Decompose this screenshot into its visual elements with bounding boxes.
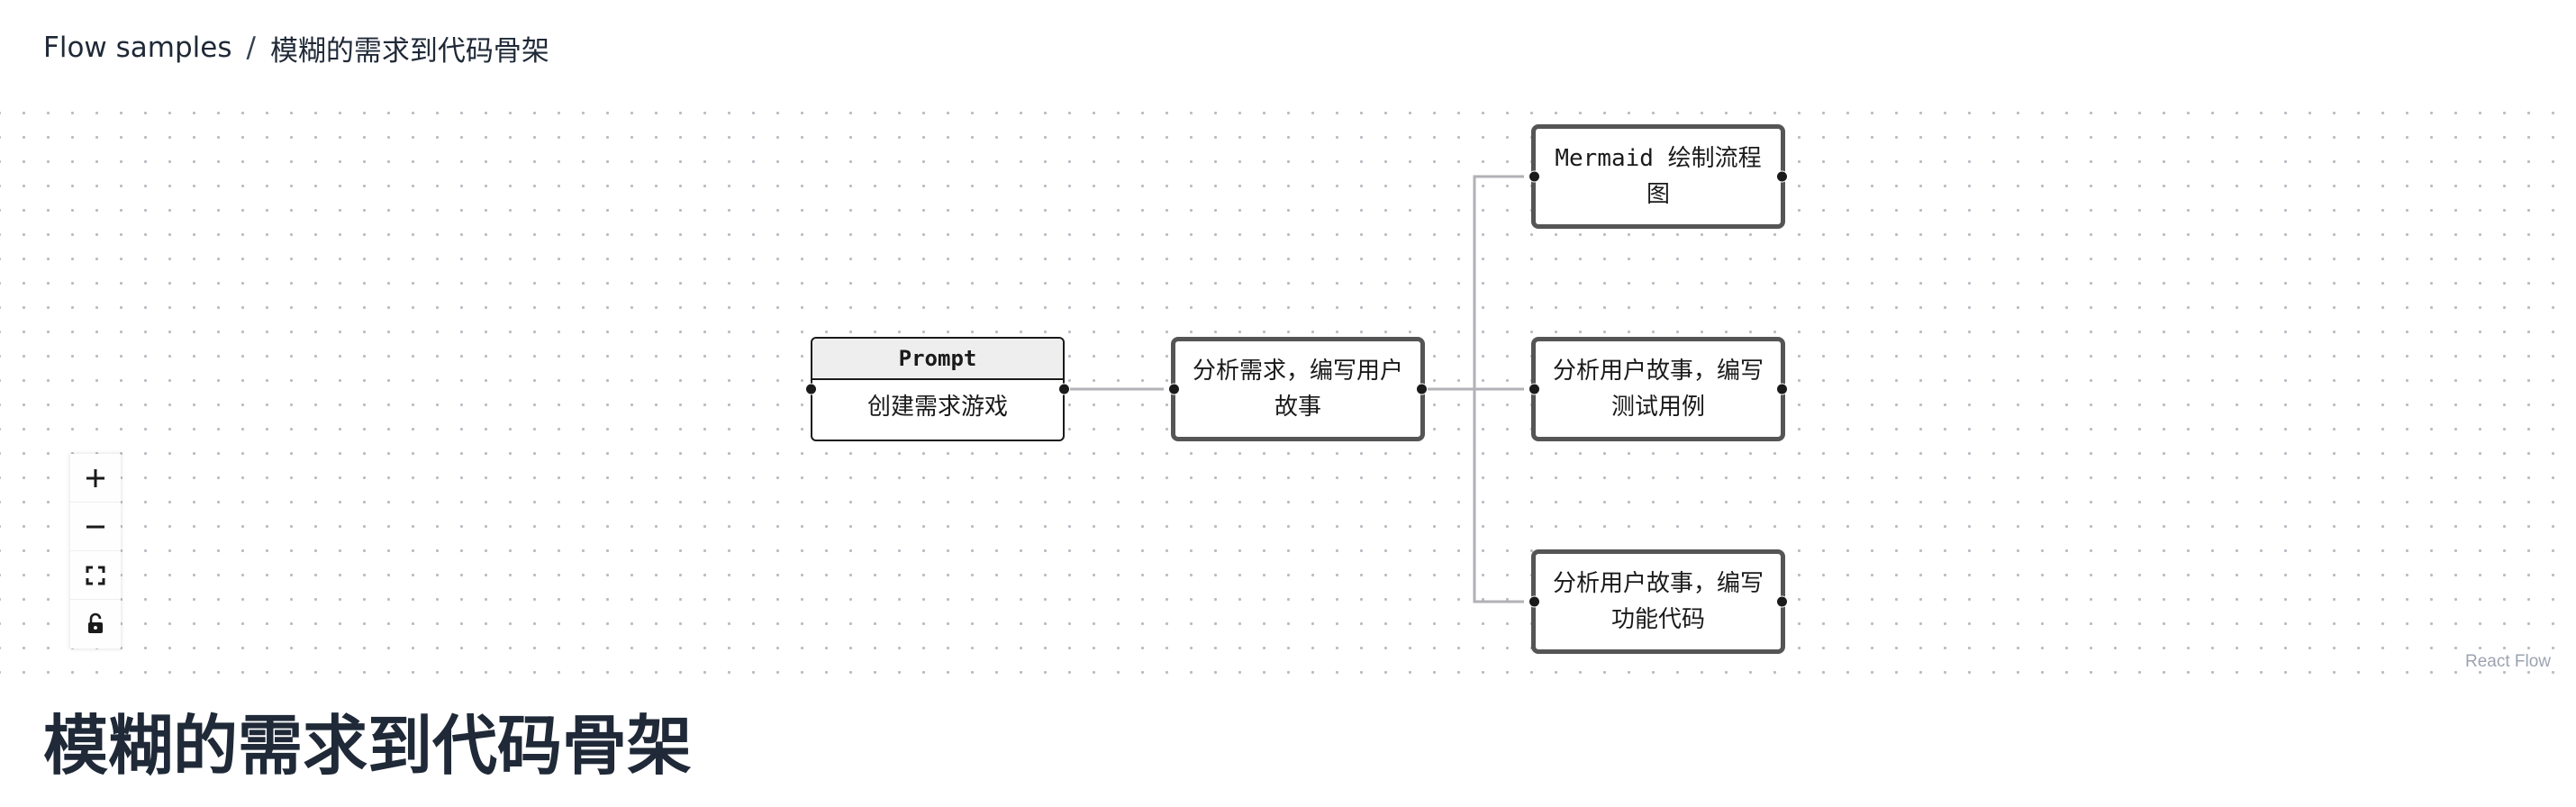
node-prompt[interactable]: Prompt 创建需求游戏 xyxy=(805,337,1070,441)
node-tests-source-handle[interactable] xyxy=(1776,383,1788,395)
page-title: 模糊的需求到代码骨架 xyxy=(43,708,693,784)
react-flow-attribution[interactable]: React Flow xyxy=(2464,652,2551,671)
node-mermaid-source-handle[interactable] xyxy=(1776,170,1788,183)
fit-view-icon xyxy=(86,566,105,585)
node-mermaid-label: Mermaid 绘制流程图 xyxy=(1555,145,1762,208)
edge-analyze-to-code xyxy=(1425,387,1524,603)
node-code-label: 分析用户故事，编写功能代码 xyxy=(1552,570,1764,633)
node-analyze-source-handle[interactable] xyxy=(1416,383,1428,395)
node-prompt-header: Prompt xyxy=(812,339,1063,380)
node-code-target-handle[interactable] xyxy=(1528,595,1540,608)
zoom-out-button[interactable] xyxy=(70,503,121,551)
node-mermaid-flowchart[interactable]: Mermaid 绘制流程图 xyxy=(1528,124,1788,229)
breadcrumb-link-flow-samples[interactable]: Flow samples xyxy=(43,32,232,64)
node-prompt-body: 创建需求游戏 xyxy=(866,394,1008,421)
flow-canvas[interactable]: Prompt 创建需求游戏 分析需求，编写用户故事 Mermaid 绘制流程图 … xyxy=(0,95,2576,681)
flow-controls xyxy=(70,454,121,648)
node-code-source-handle[interactable] xyxy=(1776,595,1788,608)
breadcrumb-separator: / xyxy=(246,32,256,64)
node-mermaid-target-handle[interactable] xyxy=(1528,170,1540,183)
toggle-interactivity-button[interactable] xyxy=(70,600,121,648)
plus-icon xyxy=(86,468,104,487)
node-analyze-requirements[interactable]: 分析需求，编写用户故事 xyxy=(1168,337,1428,441)
unlock-icon xyxy=(88,612,103,633)
node-analyze-target-handle[interactable] xyxy=(1168,383,1180,395)
edge-analyze-to-mermaid xyxy=(1425,175,1524,391)
node-tests-label: 分析用户故事，编写测试用例 xyxy=(1552,358,1764,421)
breadcrumb: Flow samples / 模糊的需求到代码骨架 xyxy=(43,27,549,68)
node-analyze-label: 分析需求，编写用户故事 xyxy=(1192,358,1403,421)
node-write-code[interactable]: 分析用户故事，编写功能代码 xyxy=(1528,549,1788,654)
node-tests-target-handle[interactable] xyxy=(1528,383,1540,395)
node-prompt-target-handle[interactable] xyxy=(805,383,817,395)
minus-icon xyxy=(86,525,104,528)
fit-view-button[interactable] xyxy=(70,551,121,600)
zoom-in-button[interactable] xyxy=(70,454,121,503)
breadcrumb-current: 模糊的需求到代码骨架 xyxy=(269,34,549,68)
node-prompt-source-handle[interactable] xyxy=(1058,383,1070,395)
node-write-tests[interactable]: 分析用户故事，编写测试用例 xyxy=(1528,337,1788,441)
